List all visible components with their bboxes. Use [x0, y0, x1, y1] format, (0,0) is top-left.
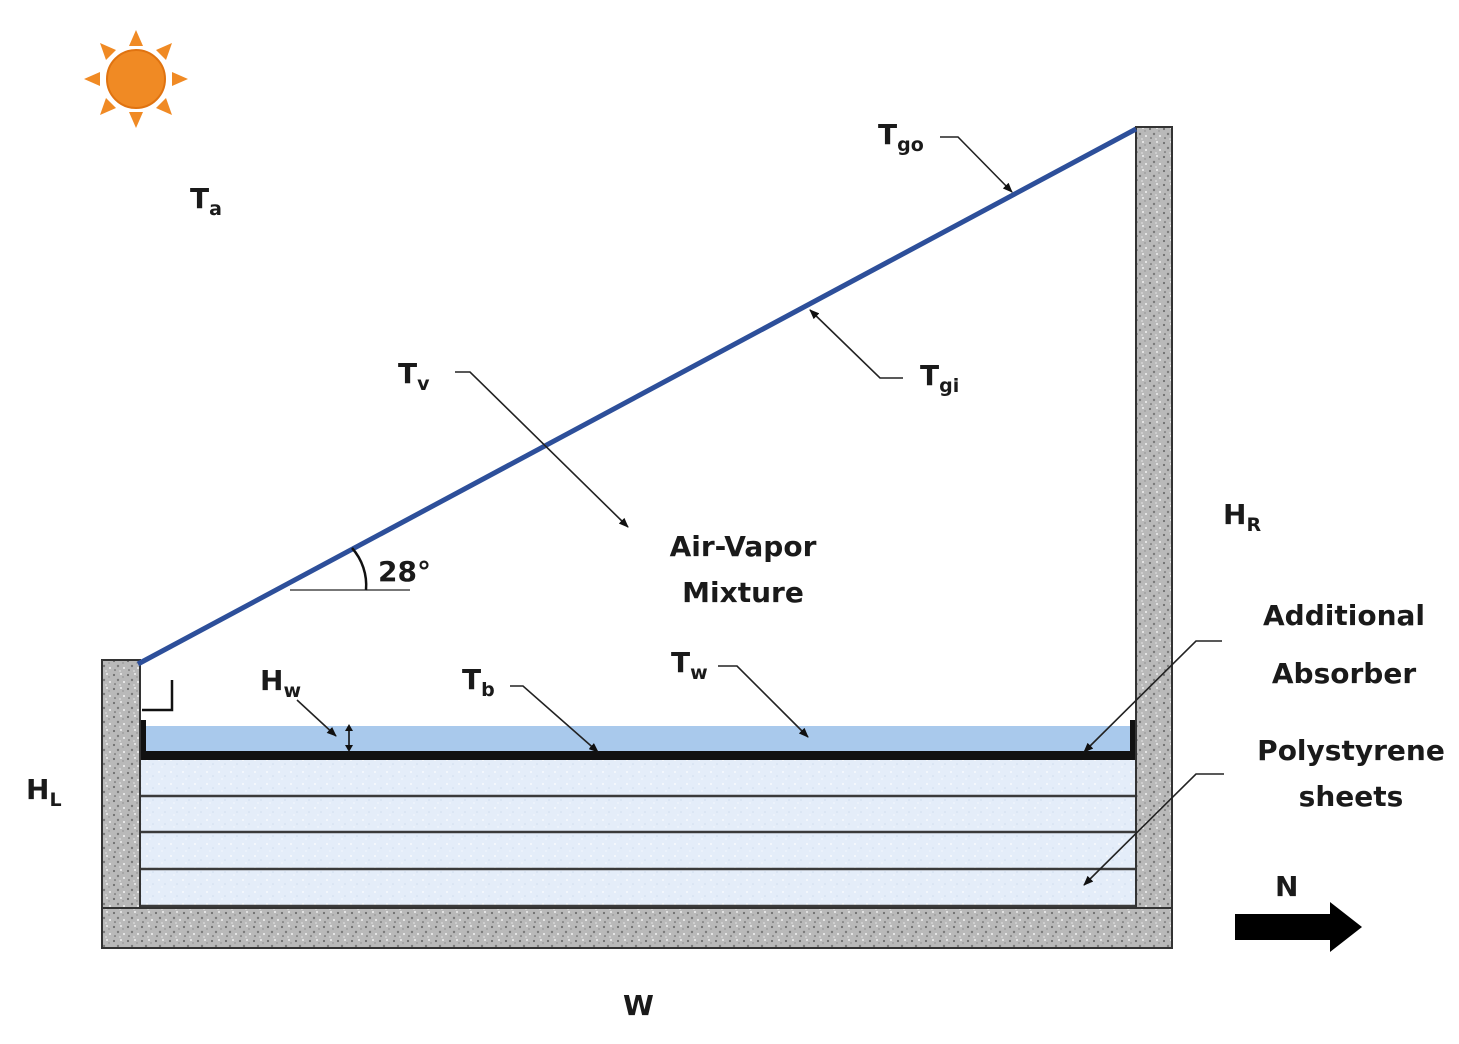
- right-height-label: HR: [1223, 498, 1261, 536]
- right-wall: [1135, 126, 1173, 911]
- polystyrene-sheets: [140, 760, 1136, 908]
- water-temp-label: Tw: [671, 646, 708, 684]
- tgi-callout: [809, 309, 903, 379]
- water-depth-label: Hw: [260, 664, 301, 702]
- tilt-angle-indicator: [290, 547, 410, 591]
- absorber-label-line1: Additional: [1263, 599, 1425, 632]
- base-slab: [101, 907, 1173, 949]
- insulation-callout: [1083, 773, 1224, 886]
- width-label: W: [623, 989, 654, 1022]
- insulation-label-line2: sheets: [1299, 780, 1404, 813]
- vapor-temp-label: Tv: [398, 357, 430, 395]
- water-depth-marker: [345, 724, 353, 752]
- north-label: N: [1275, 870, 1298, 903]
- tb-callout: [510, 685, 599, 753]
- mixture-label-line2: Mixture: [682, 576, 804, 609]
- angle-label: 28°: [378, 555, 431, 588]
- tw-callout: [718, 665, 809, 738]
- north-arrow-icon: [1235, 902, 1362, 952]
- glass-cover: [136, 126, 1138, 667]
- tgo-callout: [940, 136, 1013, 193]
- absorber-plate: [140, 720, 1136, 760]
- absorber-callout: [1083, 640, 1222, 753]
- basin-temp-label: Tb: [462, 663, 495, 701]
- insulation-label-line1: Polystyrene: [1257, 734, 1445, 767]
- corner-bracket: [142, 680, 174, 712]
- absorber-label-line2: Absorber: [1272, 657, 1416, 690]
- left-height-label: HL: [26, 773, 62, 811]
- ambient-temp-label: Ta: [190, 182, 222, 220]
- glass-inner-temp-label: Tgi: [920, 359, 959, 397]
- water-layer: [146, 726, 1130, 753]
- glass-outer-temp-label: Tgo: [878, 118, 924, 156]
- mixture-label-line1: Air-Vapor: [670, 530, 817, 563]
- hw-callout: [296, 699, 337, 737]
- left-wall: [101, 659, 141, 911]
- tv-callout: [455, 371, 629, 528]
- sun-icon: [84, 30, 188, 128]
